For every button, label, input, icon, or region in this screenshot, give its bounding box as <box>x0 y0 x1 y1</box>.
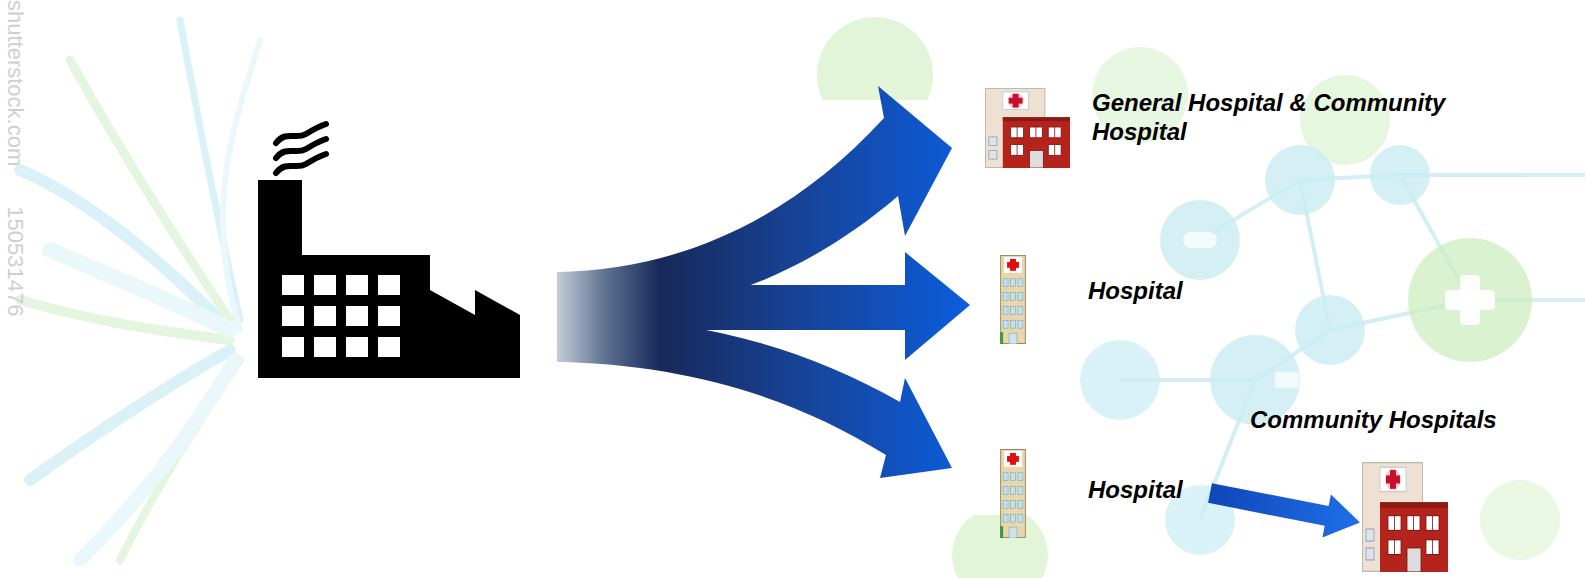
factory-icon-part <box>282 275 400 357</box>
factory-icon-part-part <box>346 306 368 326</box>
factory-icon-part-part <box>314 337 336 357</box>
factory-icon-part-part <box>276 154 326 173</box>
background-circles-part <box>1460 275 1480 325</box>
hospital-icons-part <box>985 88 1070 168</box>
hospital-node: Community Hospitals <box>1360 462 1450 572</box>
block-arrow <box>1208 483 1360 537</box>
left-streaks-part <box>50 250 230 330</box>
left-streaks-part <box>223 40 260 330</box>
factory-icon-part-part <box>346 337 368 357</box>
factory-icon-part <box>276 124 326 173</box>
factory-icon-part-part <box>314 275 336 295</box>
factory-icon-part-part <box>282 337 304 357</box>
hospital-node: Hospital <box>998 447 1210 539</box>
factory-icon-part-part <box>282 306 304 326</box>
node-label: Community Hospitals <box>1250 405 1497 434</box>
watermark: shutterstock.com 150531476 <box>0 0 30 560</box>
factory-icon-part-part <box>378 337 400 357</box>
background-circles-part <box>1295 295 1365 365</box>
background-circles-part <box>1370 145 1430 205</box>
hospital-icons-part <box>1000 449 1025 538</box>
background-circles-part <box>1183 232 1217 248</box>
factory-icon-part <box>258 180 520 378</box>
watermark-text: shutterstock.com <box>0 0 30 166</box>
hospital-icons-part <box>1000 255 1025 344</box>
node-label: General Hospital & Community Hospital <box>1092 88 1532 146</box>
background-circles-part <box>1275 372 1299 388</box>
node-label: Hospital <box>1088 475 1183 504</box>
factory-icon-part-part <box>314 306 336 326</box>
background-circles-part <box>1265 145 1335 215</box>
hospital-icons <box>985 88 1448 572</box>
circuit-lines <box>1120 175 1585 520</box>
left-streaks-part <box>180 20 240 320</box>
hospital-node: Hospital <box>998 253 1210 345</box>
factory-icon-part-part <box>378 306 400 326</box>
background-circles-part <box>1408 238 1532 362</box>
factory-icon-part-part <box>346 275 368 295</box>
factory-icon <box>258 124 520 378</box>
hospital-node: General Hospital & Community Hospital <box>985 85 1530 171</box>
background-circles-part <box>952 507 1048 578</box>
factory-icon-part-part <box>282 275 304 295</box>
background-circles-part <box>1480 480 1560 560</box>
node-label: Hospital <box>1088 276 1183 305</box>
left-streaks-part <box>80 360 235 560</box>
background-circles-part <box>1160 200 1240 280</box>
background-circles-part <box>1080 340 1160 420</box>
factory-icon-part-part <box>378 275 400 295</box>
left-streaks-part <box>70 60 230 320</box>
hospital-icons-part <box>1363 463 1449 572</box>
watermark-text: 150531476 <box>0 206 30 316</box>
distribution-arrows-part <box>557 272 677 362</box>
left-streaks <box>20 20 260 560</box>
distribution-arrows <box>557 86 970 478</box>
